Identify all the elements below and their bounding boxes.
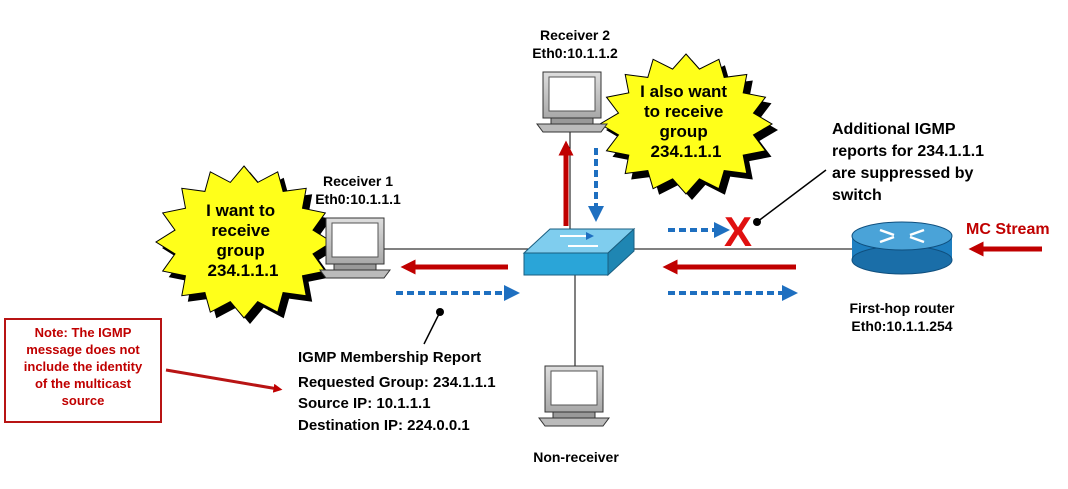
suppressed-x-mark: X — [724, 208, 752, 255]
note-box: Note: The IGMP message does not include … — [4, 318, 162, 423]
note-line-4: of the multicast — [34, 376, 132, 391]
svg-text:IGMP Membership Report Req: IGMP Membership Report Requested Group: … — [298, 349, 500, 434]
receiver2-address: Eth0:10.1.1.2 — [532, 45, 618, 61]
bubble2-line-3: group — [660, 122, 708, 141]
suppression-callout-line — [756, 169, 827, 223]
speech-bubble-receiver1: I want to receive group 234.1.1.1 — [155, 165, 338, 324]
receiver1-address: Eth0:10.1.1.1 — [315, 191, 401, 207]
computer-receiver2-icon — [536, 71, 608, 133]
computer-receiver1-icon — [319, 217, 391, 279]
svg-text:I want to receive: I want to receive group 234.1.1.1 — [206, 201, 280, 280]
svg-text:I also want to receive: I also want to receive group 234.1.1.1 — [640, 82, 732, 161]
suppressed-note-line-4: switch — [832, 187, 882, 204]
note-line-5: source — [61, 393, 105, 408]
note-line-3: include the identity — [23, 359, 143, 374]
bubble2-line-2: to receive — [644, 102, 723, 121]
svg-text:Additional IGMP reports fo: Additional IGMP reports for 234.1.1.1 ar… — [832, 121, 989, 204]
receiver1-name: Receiver 1 — [323, 173, 393, 189]
router-name: First-hop router — [850, 300, 956, 316]
bubble1-line-2: receive — [211, 221, 270, 240]
note-arrow — [165, 368, 283, 393]
bubble1-line-1: I want to — [206, 201, 275, 220]
computer-non-receiver-icon — [538, 365, 610, 427]
bubble1-line-4: 234.1.1.1 — [208, 261, 279, 280]
report-requested-group: Requested Group: 234.1.1.1 — [298, 374, 496, 391]
bubble2-line-1: I also want — [640, 82, 727, 101]
suppressed-note-line-2: reports for 234.1.1.1 — [832, 143, 984, 160]
router-address: Eth0:10.1.1.254 — [851, 318, 952, 334]
mc-stream-label: MC Stream — [966, 221, 1050, 238]
suppressed-note-line-3: are suppressed by — [832, 165, 974, 182]
report-callout-dot — [436, 308, 444, 316]
router-icon — [851, 221, 953, 275]
non-receiver-name: Non-receiver — [533, 449, 619, 465]
bubble2-line-4: 234.1.1.1 — [651, 142, 722, 161]
switch-icon — [522, 227, 636, 277]
report-title: IGMP Membership Report — [298, 349, 481, 366]
report-source-ip: Source IP: 10.1.1.1 — [298, 395, 431, 412]
report-destination-ip: Destination IP: 224.0.0.1 — [298, 417, 470, 434]
note-line-1: Note: The IGMP — [34, 325, 132, 340]
note-line-2: message does not — [26, 342, 140, 357]
suppressed-note-line-1: Additional IGMP — [832, 121, 956, 138]
suppression-callout-dot — [753, 218, 761, 226]
report-callout-line — [423, 311, 441, 345]
speech-bubble-receiver2: I also want to receive group 234.1.1.1 — [599, 53, 778, 200]
bubble1-line-3: group — [217, 241, 265, 260]
receiver2-name: Receiver 2 — [540, 27, 610, 43]
